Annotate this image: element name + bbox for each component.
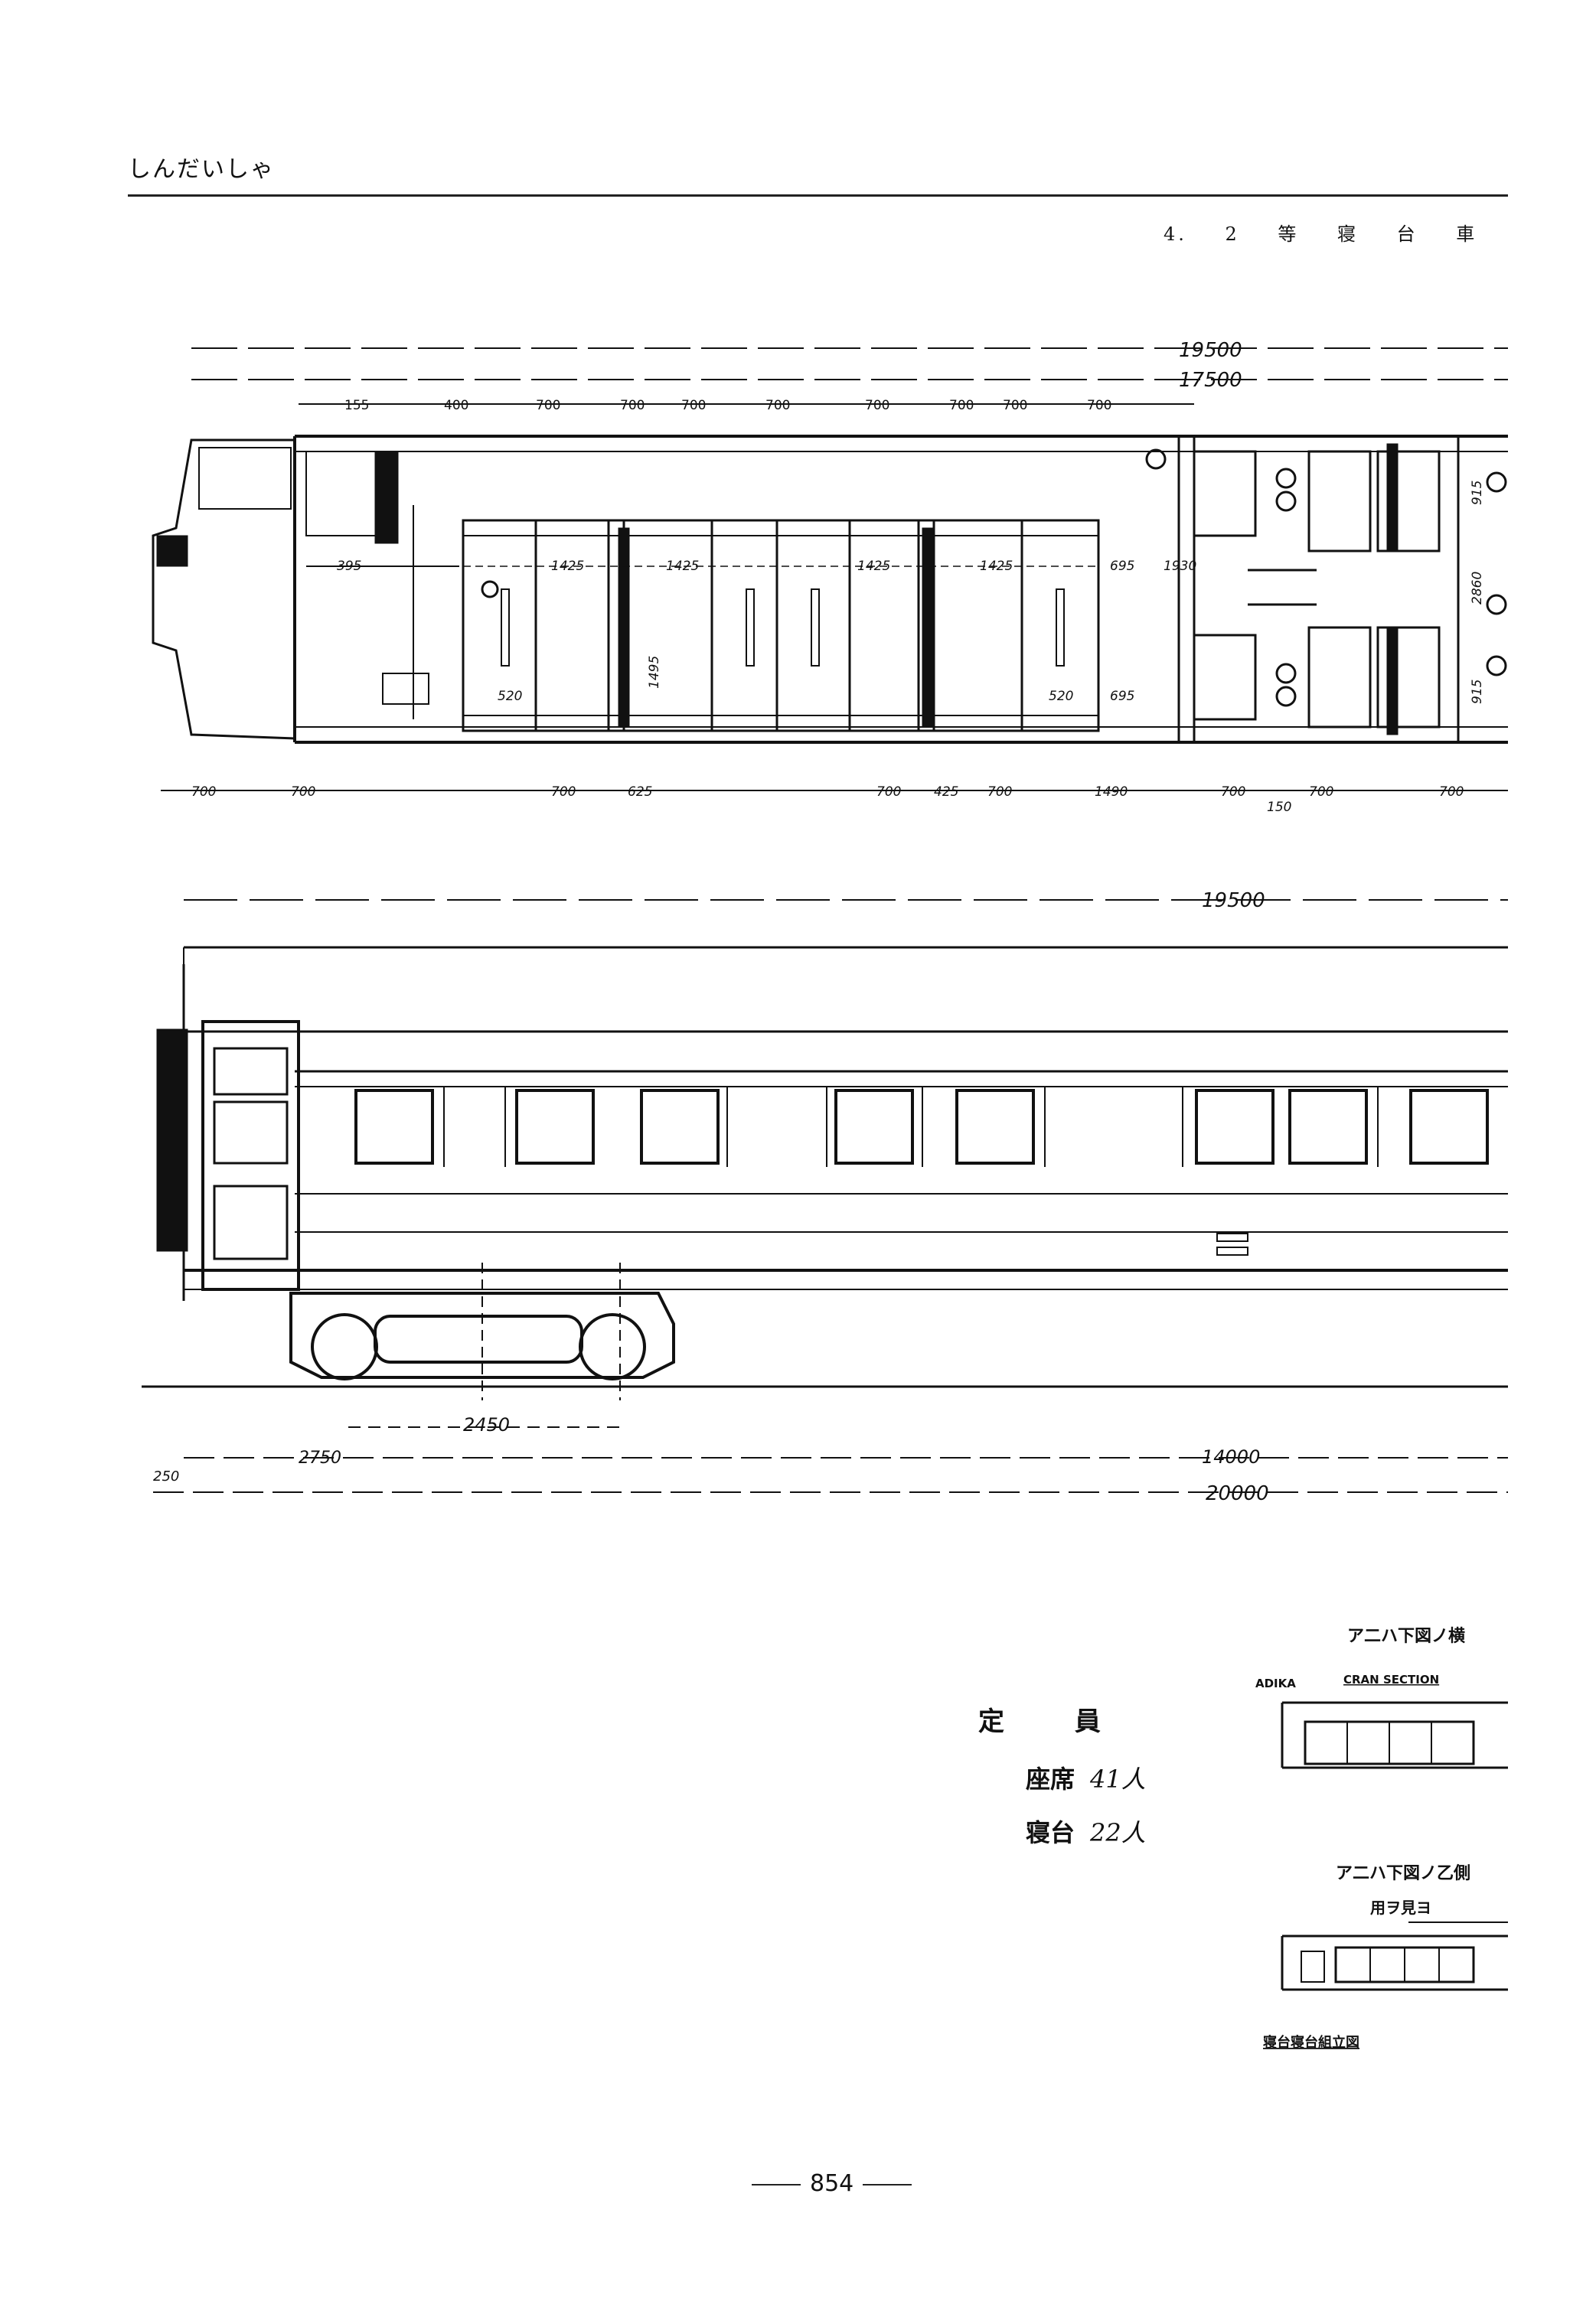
plan-top-dim: 700 (865, 398, 889, 413)
plan-misc-dim: 520 (498, 689, 522, 704)
plan-top-dim: 700 (949, 398, 974, 413)
inset1-sub-right: CRAN SECTION (1343, 1673, 1439, 1687)
inset-cross-section: ア二ハ下図ノ横 ADIKA CRAN SECTION (1255, 1627, 1508, 1769)
plan-top-dims: 155 400 700 700 700 700 700 700 700 700 (344, 398, 1111, 413)
capacity-seats: 座席 41人 (1026, 1760, 1146, 1795)
inset2-sub: 用ヲ見ヨ (1370, 1899, 1431, 1917)
plan-misc-dim: 1930 (1164, 559, 1196, 574)
plan-bottom-dim: 625 (628, 784, 652, 800)
plan-berth-dim: 1425 (551, 559, 584, 574)
bogie (289, 1292, 675, 1380)
plan-berth-dim: 1425 (980, 559, 1013, 574)
plan-bottom-dim: 700 (191, 784, 216, 800)
capacity-heading: 定 員 (978, 1706, 1131, 1737)
seats-label: 座席 (1026, 1765, 1075, 1794)
inset1-sub-left: ADIKA (1255, 1677, 1296, 1690)
plan-side-dim: 2860 (1470, 572, 1485, 605)
inset2-bottom: 寝台寝台組立図 (1263, 2034, 1359, 2051)
bogie-offset: 2750 (299, 1449, 341, 1468)
page-number-text: 854 (810, 2170, 854, 2197)
plan-overall-length: 19500 (1179, 339, 1242, 362)
plan-bottom-dim: 1490 (1095, 784, 1128, 800)
plan-bottom-dim: 150 (1267, 800, 1291, 815)
plan-view: 19500 17500 155 400 700 700 700 700 700 … (152, 339, 1508, 815)
plan-misc-dim: 695 (1110, 689, 1134, 704)
side-view: 19500 (142, 889, 1508, 1505)
berths-value: 22人 (1090, 1818, 1146, 1847)
plan-bottom-dim: 700 (1439, 784, 1464, 800)
plan-misc-dim: 395 (337, 559, 361, 574)
plan-top-dim: 400 (444, 398, 468, 413)
inset2-caption: ア二ハ下図ノ乙側 (1336, 1864, 1470, 1883)
plan-misc-dim: 1495 (647, 656, 662, 689)
section-caption: 4. 2 等 寝 台 車 (1164, 223, 1478, 245)
plan-top-dim: 700 (620, 398, 645, 413)
plan-misc-dim: 695 (1110, 559, 1134, 574)
plan-bottom-dim: 700 (551, 784, 576, 800)
plan-top-dim: 700 (681, 398, 706, 413)
bogie-center-distance: 14000 (1202, 1446, 1260, 1468)
plan-top-dim: 155 (344, 398, 369, 413)
plan-misc-dim: 520 (1049, 689, 1073, 704)
plan-berth-dim: 1425 (666, 559, 699, 574)
plan-inner-length: 17500 (1179, 369, 1242, 392)
plan-side-dim: 915 (1470, 481, 1485, 505)
plan-top-dim: 700 (765, 398, 790, 413)
plan-bottom-dim: 700 (1221, 784, 1245, 800)
plan-berth-dim: 1425 (857, 559, 890, 574)
seats-value: 41人 (1090, 1765, 1146, 1794)
plan-top-dim: 700 (536, 398, 560, 413)
plan-top-dim: 700 (1087, 398, 1111, 413)
page-number: 854 (743, 2170, 921, 2197)
berths-label: 寝台 (1026, 1818, 1075, 1847)
bogie-wheelbase: 2450 (463, 1414, 510, 1436)
plan-side-dim: 915 (1470, 680, 1485, 704)
plan-bottom-dim: 700 (987, 784, 1012, 800)
plan-bottom-dim: 700 (291, 784, 315, 800)
length-over-couplers: 20000 (1206, 1482, 1269, 1505)
header-rule (128, 194, 1508, 197)
plan-bottom-dim: 700 (876, 784, 901, 800)
capacity-berths: 寝台 22人 (1026, 1814, 1146, 1849)
plan-bottom-dim: 425 (934, 784, 958, 800)
running-header: しんだいしゃ (128, 156, 275, 183)
side-overall-length: 19500 (1202, 889, 1265, 912)
plan-bottom-dim: 700 (1309, 784, 1333, 800)
inset1-caption: ア二ハ下図ノ横 (1347, 1627, 1465, 1646)
inset-berth-section: ア二ハ下図ノ乙側 用ヲ見ヨ 寝台寝台組立図 (1263, 1864, 1508, 2051)
left-small-dim: 250 (153, 1468, 179, 1485)
plan-top-dim: 700 (1003, 398, 1027, 413)
